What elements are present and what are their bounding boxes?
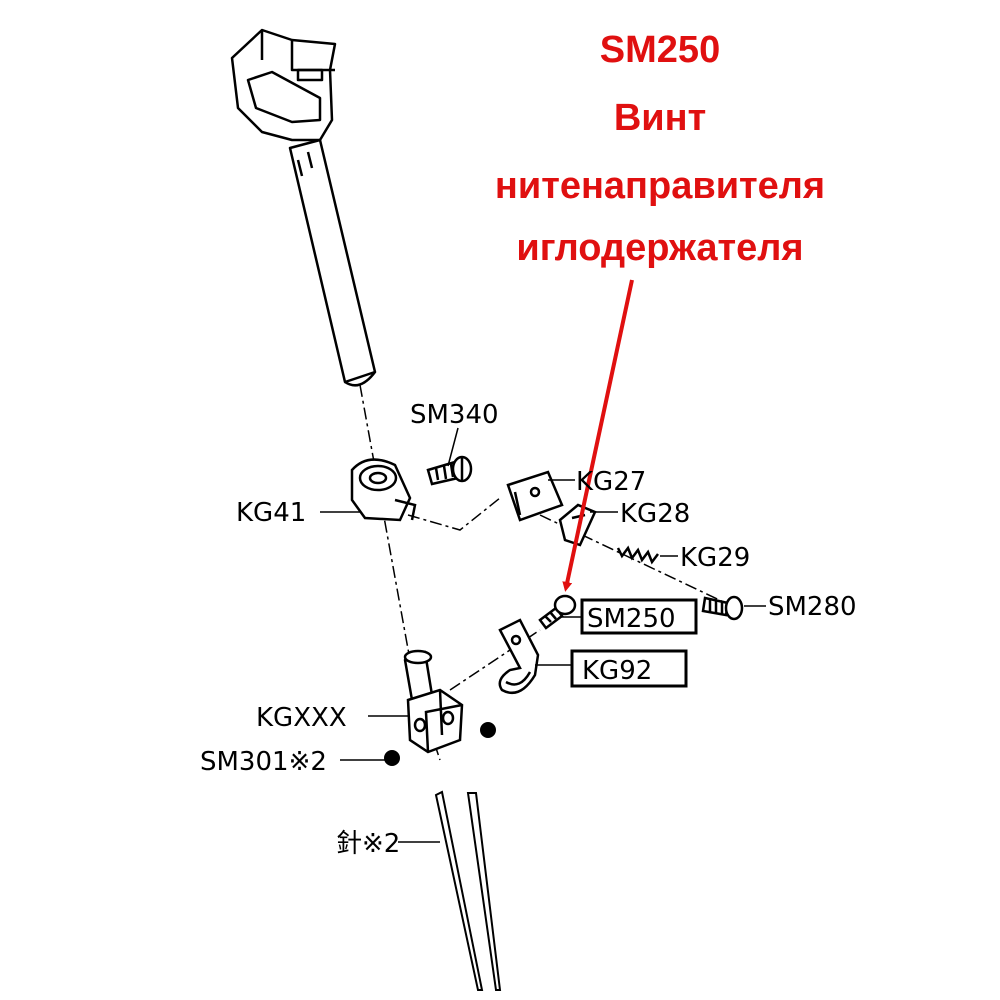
leader-lines xyxy=(320,427,766,843)
needles xyxy=(434,790,502,991)
kg92-part xyxy=(498,618,540,695)
label-kg29: KG29 xyxy=(680,543,750,573)
label-sm280: SM280 xyxy=(768,592,857,622)
label-sm301: SM301※2 xyxy=(200,747,327,777)
kg29-spring xyxy=(616,545,659,565)
sm340-screw xyxy=(426,455,473,486)
sm250-screw xyxy=(538,594,577,630)
label-kg92: KG92 xyxy=(582,656,652,686)
sm280-screw xyxy=(701,595,744,621)
callout-arrow xyxy=(562,279,634,592)
label-kg28: KG28 xyxy=(620,499,690,529)
sm301-screws xyxy=(384,722,496,766)
title-code: SM250 xyxy=(599,29,721,71)
highlight-boxes xyxy=(570,598,698,688)
title-line-2: нитенаправителя xyxy=(494,165,826,207)
needle-bar xyxy=(230,28,377,387)
label-kg27: KG27 xyxy=(576,467,646,497)
title-line-3: иглодержателя xyxy=(516,227,804,269)
label-kg41: KG41 xyxy=(236,498,306,528)
label-kgxxx: KGXXX xyxy=(256,703,347,733)
kg92-highlight-box xyxy=(570,649,688,688)
label-sm250: SM250 xyxy=(587,604,676,634)
kgxxx-part xyxy=(403,649,464,754)
label-needle: 針※2 xyxy=(336,829,400,859)
kg27-part xyxy=(506,470,564,522)
title-line-1: Винт xyxy=(613,97,707,139)
label-sm340: SM340 xyxy=(410,400,499,430)
kg41-part xyxy=(350,458,417,522)
sm250-highlight-box xyxy=(580,598,698,635)
